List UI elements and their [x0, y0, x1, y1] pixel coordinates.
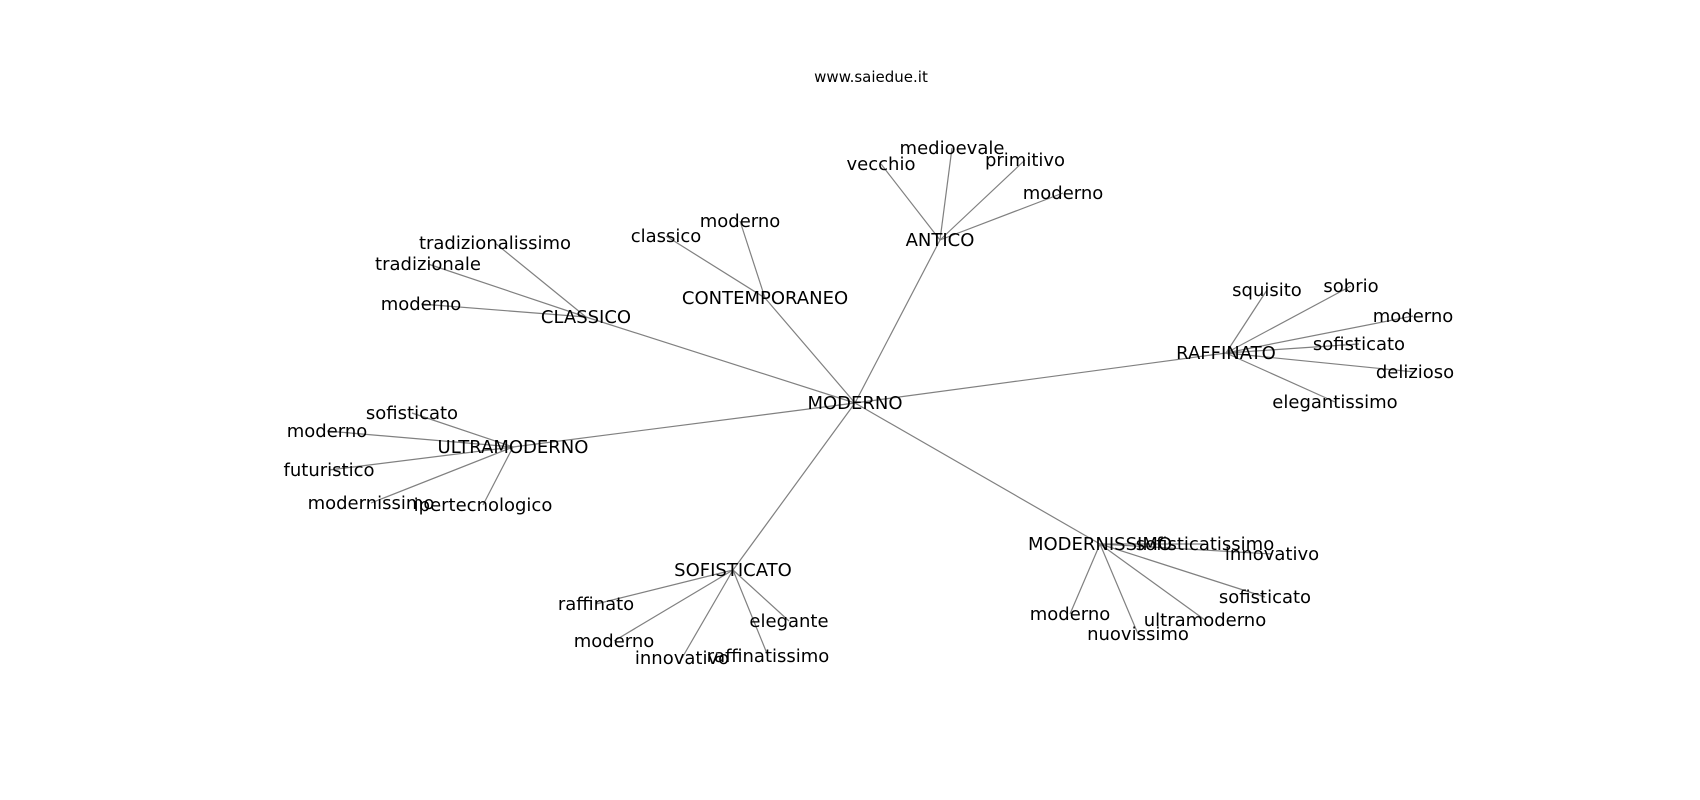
edge-antico-medioevale	[939, 147, 953, 241]
edge-classico-tradizionalissimo	[494, 242, 587, 318]
edge-antico-moderno	[939, 192, 1064, 241]
leaf-ultramoderno-modernissimo: modernissimo	[308, 493, 435, 514]
leaf-ultramoderno-sofisticato: sofisticato	[366, 403, 458, 424]
edge-modernissimo-moderno	[1069, 543, 1101, 615]
edge-sofisticato-innovativo	[681, 569, 734, 659]
edge-root-raffinato	[854, 352, 1227, 404]
edge-raffinato-delizioso	[1225, 352, 1416, 373]
node-root: MODERNO	[807, 393, 902, 414]
leaf-antico-primitivo: primitivo	[985, 150, 1065, 171]
edge-raffinato-moderno	[1225, 315, 1414, 354]
edge-sofisticato-raffinato	[595, 569, 734, 605]
node-contemporaneo: CONTEMPORANEO	[682, 288, 848, 309]
edge-raffinato-squisito	[1225, 289, 1268, 354]
leaf-antico-vecchio: vecchio	[847, 154, 916, 175]
leaf-raffinato-moderno: moderno	[1373, 306, 1454, 327]
edge-modernissimo-sofisticato	[1099, 543, 1266, 598]
edge-root-contemporaneo	[764, 297, 856, 404]
graph-labels: www.saiedue.it MODERNO ANTICO vecchiomedio…	[284, 68, 1455, 669]
leaf-raffinato-delizioso: delizioso	[1376, 362, 1454, 383]
node-classico: CLASSICO	[541, 307, 631, 328]
node-sofisticato: SOFISTICATO	[674, 560, 792, 581]
edge-antico-primitivo	[939, 159, 1026, 241]
edge-root-antico	[854, 239, 941, 404]
leaf-sofisticato-innovativo: innovativo	[635, 648, 729, 669]
leaf-ultramoderno-futuristico: futuristico	[284, 460, 375, 481]
leaf-ultramoderno-moderno: moderno	[287, 421, 368, 442]
leaf-modernissimo-sofisticatissimo: sofisticatissimo	[1136, 534, 1274, 555]
leaf-classico-tradizionale: tradizionale	[375, 254, 481, 275]
edge-sofisticato-moderno	[613, 569, 734, 642]
leaf-contemporaneo-classico: classico	[631, 226, 702, 247]
edge-sofisticato-elegante	[732, 569, 790, 622]
leaf-modernissimo-ultramoderno: ultramoderno	[1144, 610, 1266, 631]
edge-sofisticato-raffinatissimo	[732, 569, 769, 657]
edge-root-modernissimo	[854, 402, 1101, 545]
edge-raffinato-sobrio	[1225, 285, 1352, 354]
edge-contemporaneo-classico	[665, 235, 766, 299]
edge-modernissimo-innovativo	[1099, 543, 1273, 555]
leaf-antico-medioevale: medioevale	[900, 138, 1005, 159]
leaf-raffinato-sobrio: sobrio	[1323, 276, 1378, 297]
leaf-classico-moderno: moderno	[381, 294, 462, 315]
edge-classico-moderno	[420, 303, 587, 318]
leaf-ultramoderno-ipertecnologico: ipertecnologico	[414, 495, 553, 516]
node-modernissimo: MODERNISSIMO	[1028, 534, 1172, 555]
edge-ultramoderno-modernissimo	[370, 446, 514, 504]
leaf-raffinato-elegantissimo: elegantissimo	[1272, 392, 1397, 413]
leaf-sofisticato-raffinato: raffinato	[558, 594, 634, 615]
edge-ultramoderno-moderno	[326, 430, 514, 448]
edge-root-ultramoderno	[512, 402, 856, 448]
edge-modernissimo-ultramoderno	[1099, 543, 1206, 621]
leaf-modernissimo-moderno: moderno	[1030, 604, 1111, 625]
leaf-contemporaneo-moderno: moderno	[700, 211, 781, 232]
leaf-modernissimo-sofisticato: sofisticato	[1219, 587, 1311, 608]
edge-modernissimo-nuovissimo	[1099, 543, 1139, 635]
leaf-modernissimo-innovativo: innovativo	[1225, 544, 1319, 565]
edge-contemporaneo-moderno	[739, 220, 766, 299]
node-antico: ANTICO	[906, 230, 975, 251]
edge-root-sofisticato	[732, 402, 856, 571]
edge-root-classico	[585, 316, 856, 404]
edge-raffinato-sofisticato	[1225, 343, 1360, 354]
leaf-sofisticato-raffinatissimo: raffinatissimo	[707, 646, 830, 667]
leaf-antico-moderno: moderno	[1023, 183, 1104, 204]
node-ultramoderno: ULTRAMODERNO	[438, 437, 589, 458]
graph-edges	[326, 147, 1416, 659]
edge-ultramoderno-futuristico	[328, 446, 514, 471]
edge-antico-vecchio	[880, 163, 941, 241]
edge-ultramoderno-sofisticato	[411, 412, 514, 448]
leaf-raffinato-sofisticato: sofisticato	[1313, 334, 1405, 355]
leaf-sofisticato-moderno: moderno	[574, 631, 655, 652]
edge-classico-tradizionale	[427, 263, 587, 318]
leaf-raffinato-squisito: squisito	[1232, 280, 1302, 301]
site-title: www.saiedue.it	[814, 68, 928, 86]
edge-raffinato-elegantissimo	[1225, 352, 1336, 403]
leaf-modernissimo-nuovissimo: nuovissimo	[1087, 624, 1189, 645]
leaf-sofisticato-elegante: elegante	[749, 611, 828, 632]
node-raffinato: RAFFINATO	[1176, 343, 1276, 364]
edge-ultramoderno-ipertecnologico	[482, 446, 514, 506]
leaf-classico-tradizionalissimo: tradizionalissimo	[419, 233, 571, 254]
